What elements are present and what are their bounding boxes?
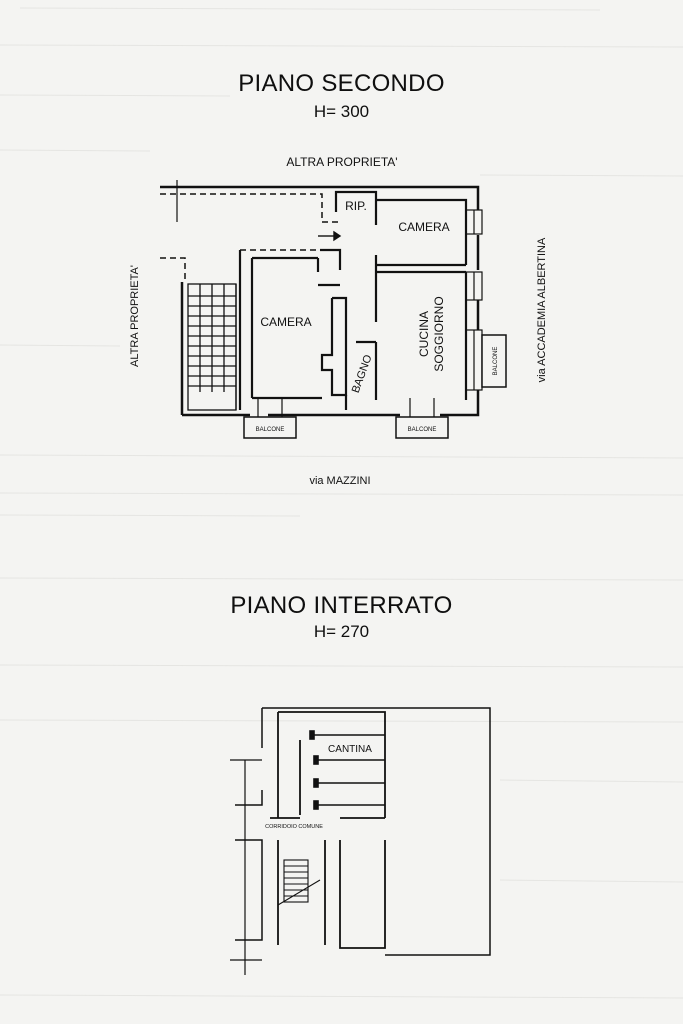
balcone-label-right: BALCONE	[493, 347, 499, 376]
basement-outer-walls	[235, 707, 491, 956]
balcone-label-center: BALCONE	[408, 427, 437, 433]
street-bottom-label: via MAZZINI	[309, 475, 370, 487]
property-boundary	[160, 193, 338, 282]
room-label-rip: RIP.	[345, 199, 367, 213]
outer-walls	[160, 185, 480, 417]
room-label-cucina: CUCINA	[417, 311, 431, 357]
room-label-soggiorno: SOGGIORNO	[432, 296, 446, 371]
basement-staircase	[277, 859, 321, 906]
entrance-arrow	[318, 230, 342, 242]
floor-title-second: PIANO SECONDO	[238, 70, 445, 97]
room-label-camera-top: CAMERA	[398, 220, 449, 234]
floor-title-basement: PIANO INTERRATO	[230, 592, 453, 619]
neighbor-left-label: ALTRA PROPRIETA'	[129, 265, 141, 367]
floor-height-basement: H= 270	[313, 622, 370, 641]
neighbor-top-label: ALTRA PROPRIETA'	[286, 155, 397, 169]
cantina-cells	[309, 730, 385, 810]
basement-boundary	[230, 759, 262, 975]
plan-second-floor: ALTRA PROPRIETA' ALTRA PROPRIETA' via AC…	[129, 155, 548, 487]
staircase	[187, 283, 237, 411]
street-right-label: via ACCADEMIA ALBERTINA	[536, 237, 548, 382]
room-label-camera-left: CAMERA	[260, 315, 311, 329]
floor-height-second: H= 300	[313, 102, 370, 121]
balcone-label-left: BALCONE	[256, 427, 285, 433]
room-label-corridoio: CORRIDOIO COMUNE	[265, 824, 323, 830]
room-label-cantina: CANTINA	[328, 744, 372, 755]
basement-inner-walls	[270, 711, 386, 949]
balconies	[243, 334, 507, 439]
